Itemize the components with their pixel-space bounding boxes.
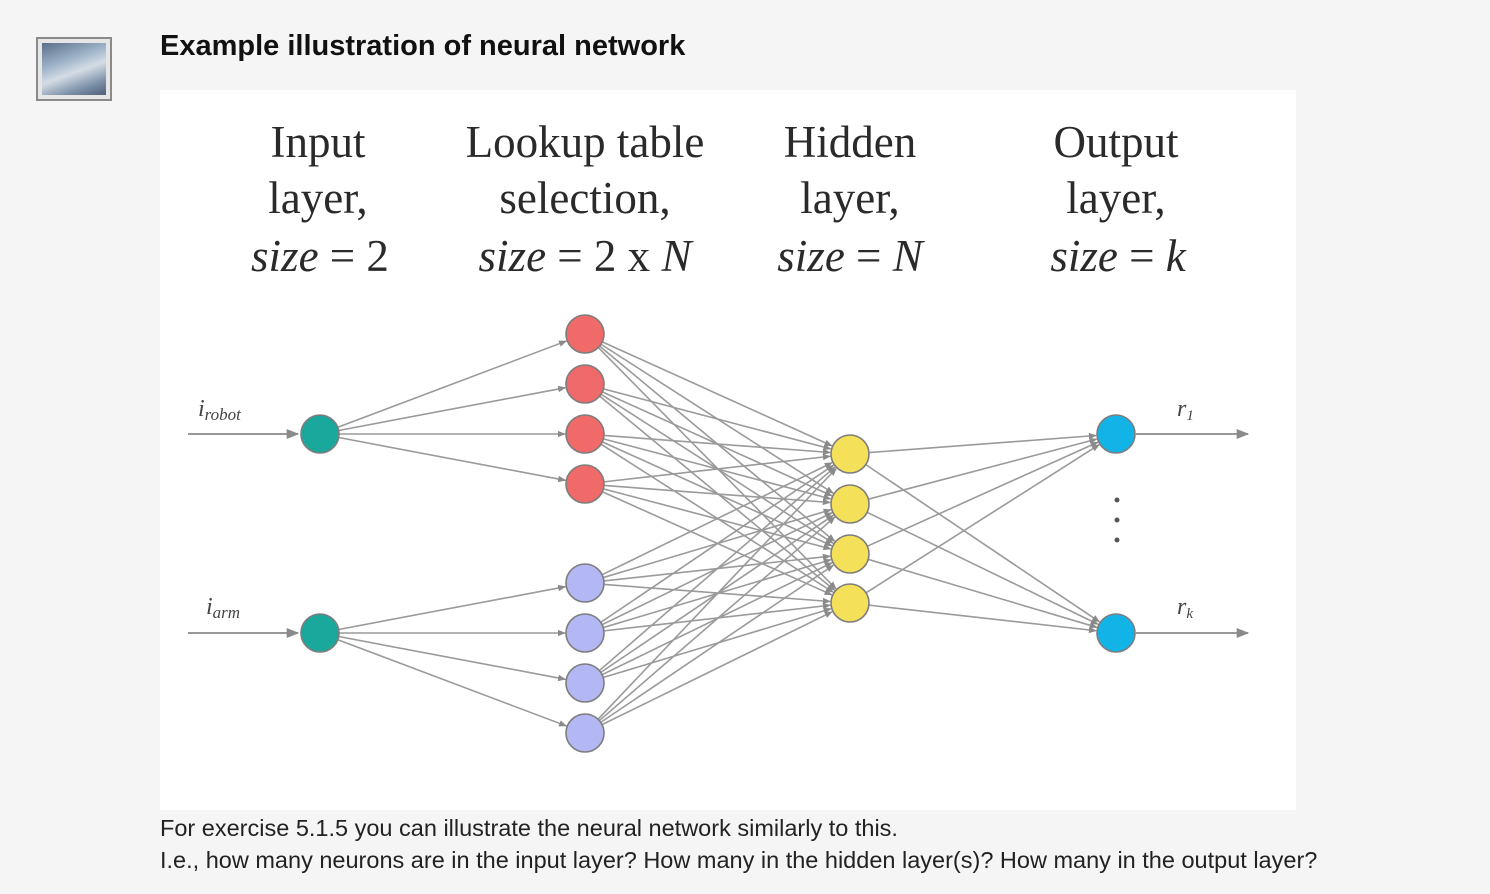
input-layer-title: Input [271,117,366,167]
neural-network-diagram: Input layer, size = 2 Lookup table selec… [188,117,1250,753]
edge-hidden-output [868,437,1098,500]
caption: For exercise 5.1.5 you can illustrate th… [160,812,1317,876]
image-thumbnail-icon[interactable] [36,37,112,101]
edge-lookup-hidden [601,341,833,447]
input-neuron [300,414,340,454]
lookup-neuron [565,314,605,354]
edge-lookup-hidden [603,453,831,483]
lookup-layer-size: size = 2 x N [479,231,695,281]
edge-hidden-output [868,604,1097,634]
neural-network-figure: Input layer, size = 2 Lookup table selec… [160,90,1296,810]
edge-lookup-hidden [603,484,831,506]
edge-lookup-hidden [601,611,833,726]
input-label-arm: iarm [206,594,240,622]
hidden-neuron [830,534,870,574]
edge-input-lookup [337,340,568,429]
hidden-neuron [830,484,870,524]
edge-lookup-hidden [600,464,835,624]
output-layer-title-2: layer, [1066,173,1165,223]
ellipsis-dot [1114,517,1120,523]
lookup-neuron [565,713,605,753]
lookup-neuron [565,613,605,653]
lookup-layer-title: Lookup table [466,117,705,167]
edge-lookup-hidden [603,388,832,451]
edge-lookup-hidden [603,434,831,456]
output-label-r1: r1 [1177,396,1194,424]
lookup-neuron [565,414,605,454]
caption-line-2: I.e., how many neurons are in the input … [160,847,1318,873]
hidden-neuron [830,583,870,623]
caption-line-1: For exercise 5.1.5 you can illustrate th… [160,815,898,841]
edge-input-lookup [338,385,567,432]
edge-lookup-hidden [601,462,833,576]
hidden-neuron [830,434,870,474]
page-title: Example illustration of neural network [160,30,686,62]
output-neuron [1096,414,1136,454]
ellipsis-dot [1114,537,1120,543]
output-layer-title: Output [1053,117,1179,167]
connections [337,340,1101,727]
lookup-layer-title-2: selection, [499,173,670,223]
input-layer-size: size = 2 [251,231,389,281]
ellipsis-dot [1114,497,1120,503]
input-neuron [300,613,340,653]
edge-lookup-hidden [598,516,836,722]
output-neuron [1096,613,1136,653]
input-label-robot: irobot [198,396,242,424]
edge-hidden-output [865,444,1100,594]
lookup-neuron [565,663,605,703]
edge-hidden-output [865,463,1101,623]
lookup-neuron [565,364,605,404]
edge-input-lookup [338,436,567,483]
input-layer-title-2: layer, [268,173,367,223]
lookup-neuron [565,563,605,603]
edge-hidden-output [868,432,1097,454]
edge-hidden-output [866,511,1099,625]
thumbnail-image [42,43,106,95]
edge-lookup-hidden [597,467,837,720]
neurons [300,314,1136,753]
edge-input-lookup [338,635,567,682]
edge-input-lookup [337,638,568,727]
edge-lookup-hidden [598,466,836,672]
edge-input-lookup [338,584,567,631]
hidden-layer-title-2: layer, [800,173,899,223]
hidden-layer-title: Hidden [784,117,916,167]
io-arrows [188,428,1250,639]
edge-hidden-output [866,441,1099,547]
edge-hidden-output [867,558,1098,629]
output-layer-size: size = k [1050,231,1186,281]
edge-lookup-hidden [600,564,835,724]
output-label-rk: rk [1177,594,1193,622]
hidden-layer-size: size = N [777,231,925,281]
lookup-neuron [565,464,605,504]
